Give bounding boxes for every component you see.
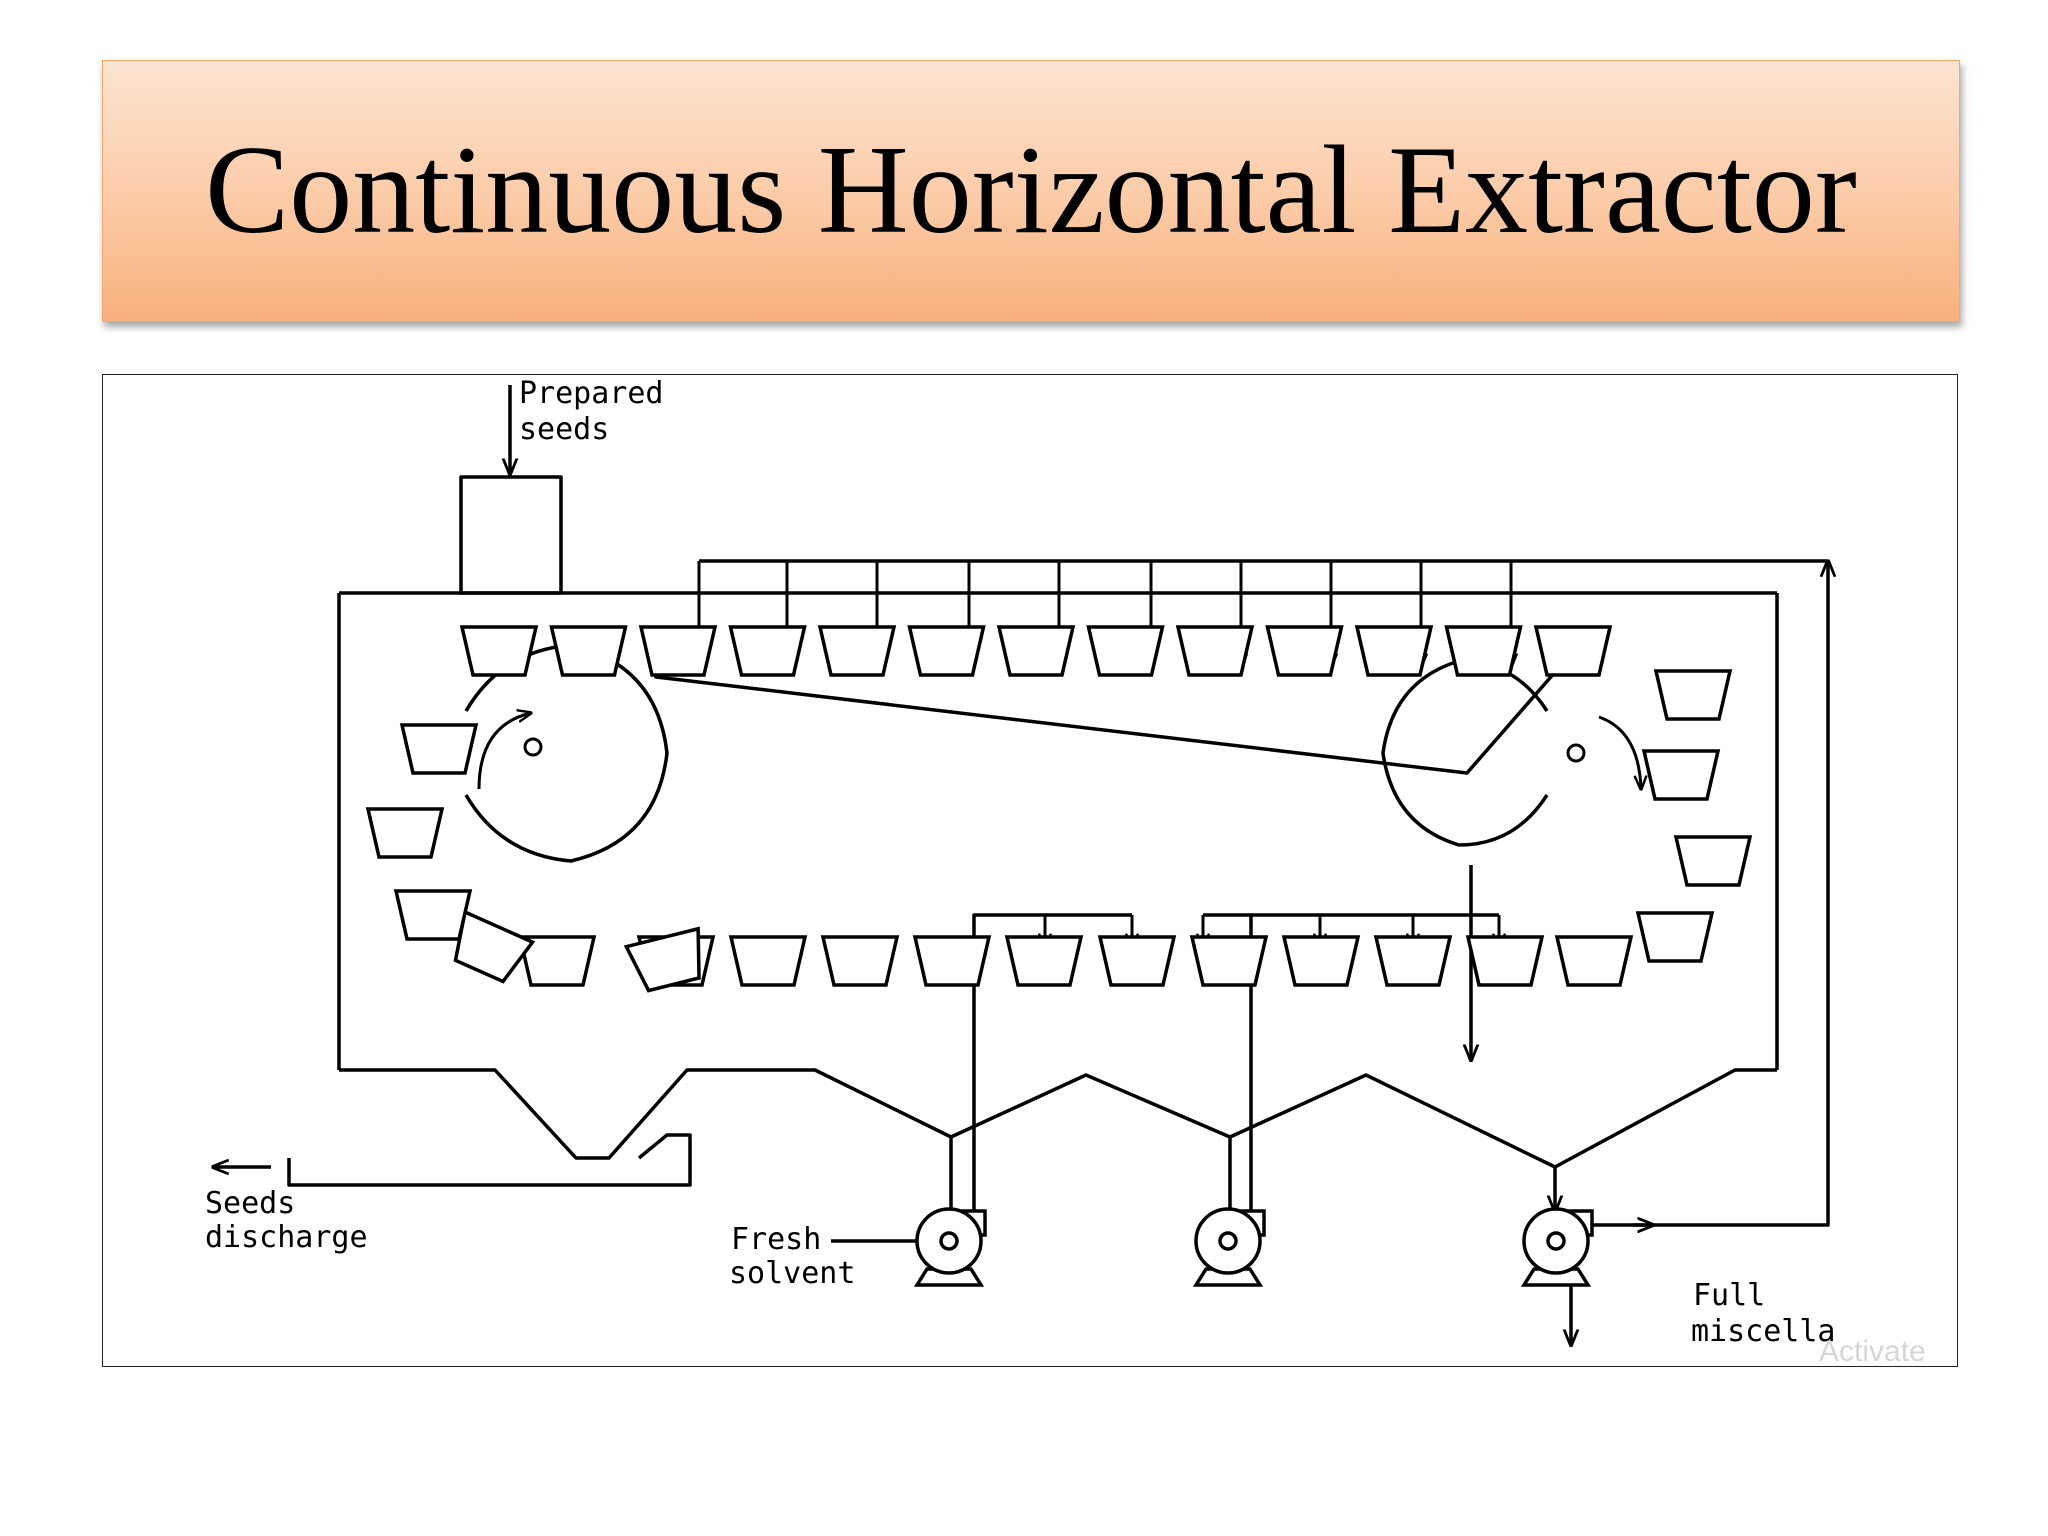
extraction-bucket	[1373, 935, 1453, 987]
extraction-bucket	[638, 625, 718, 677]
extraction-bucket	[1444, 625, 1523, 677]
extraction-bucket	[907, 625, 986, 677]
feed-hopper	[459, 475, 563, 595]
housing-bottom-hoppers	[339, 1068, 1777, 1169]
label-full: Full	[1693, 1278, 1765, 1313]
label-miscella: miscella	[1691, 1314, 1836, 1349]
extraction-bucket	[1533, 625, 1613, 677]
extraction-bucket	[1265, 625, 1344, 677]
title-banner: Continuous Horizontal Extractor	[102, 60, 1960, 322]
label-seeds: seeds	[519, 412, 609, 447]
extraction-bucket	[1653, 669, 1733, 721]
right-shaft	[1566, 743, 1586, 763]
label-solvent: solvent	[729, 1256, 855, 1291]
extractor-schematic: Prepared seeds Seeds discharge Fresh sol…	[205, 376, 1926, 1368]
extraction-bucket	[453, 909, 536, 984]
label-seeds-discharge-1: Seeds	[205, 1186, 295, 1221]
extraction-bucket	[1554, 935, 1634, 987]
extraction-bucket	[1641, 749, 1721, 801]
right-sprocket-wheel	[1381, 659, 1549, 847]
extraction-bucket	[1281, 935, 1361, 987]
extractor-diagram: Prepared seeds Seeds discharge Fresh sol…	[102, 374, 1958, 1368]
extraction-bucket	[1465, 935, 1545, 987]
extraction-bucket	[399, 723, 479, 775]
circulation-pump	[913, 1207, 987, 1287]
circulation-pump	[1192, 1207, 1266, 1287]
pump2-discharge	[1203, 913, 1499, 1230]
left-sprocket-wheel	[464, 643, 669, 863]
extraction-bucket	[1354, 625, 1434, 677]
right-rotation-arrow	[1598, 715, 1641, 789]
label-seeds-discharge-2: discharge	[205, 1220, 368, 1255]
extraction-bucket	[459, 625, 539, 677]
extraction-bucket	[365, 807, 445, 859]
extraction-bucket	[728, 625, 807, 677]
extraction-bucket	[623, 926, 701, 993]
label-fresh: Fresh	[731, 1222, 821, 1257]
extraction-bucket	[1189, 935, 1269, 987]
recycle-line	[1529, 561, 1828, 1227]
extraction-bucket	[728, 935, 808, 987]
extraction-bucket	[1097, 935, 1177, 987]
circulation-pump	[1520, 1207, 1594, 1287]
extraction-bucket	[1086, 625, 1165, 677]
extraction-bucket	[1673, 835, 1753, 887]
discharge-conveyor	[287, 1133, 692, 1187]
extraction-bucket	[996, 625, 1076, 677]
label-prepared: Prepared	[519, 376, 664, 411]
extraction-bucket	[549, 625, 628, 677]
extraction-bucket	[820, 935, 900, 987]
activation-watermark: Activate	[1819, 1335, 1926, 1368]
left-rotation-arrow	[477, 713, 531, 790]
extraction-bucket	[1175, 625, 1255, 677]
extraction-bucket	[1635, 911, 1715, 963]
extraction-bucket	[912, 935, 992, 987]
left-shaft	[523, 737, 543, 757]
extraction-bucket	[393, 889, 473, 941]
extraction-bucket	[1004, 935, 1084, 987]
extraction-bucket	[817, 625, 897, 677]
extraction-bucket	[517, 935, 597, 987]
slide-title: Continuous Horizontal Extractor	[205, 121, 1857, 260]
pump1-discharge	[974, 913, 1132, 1230]
